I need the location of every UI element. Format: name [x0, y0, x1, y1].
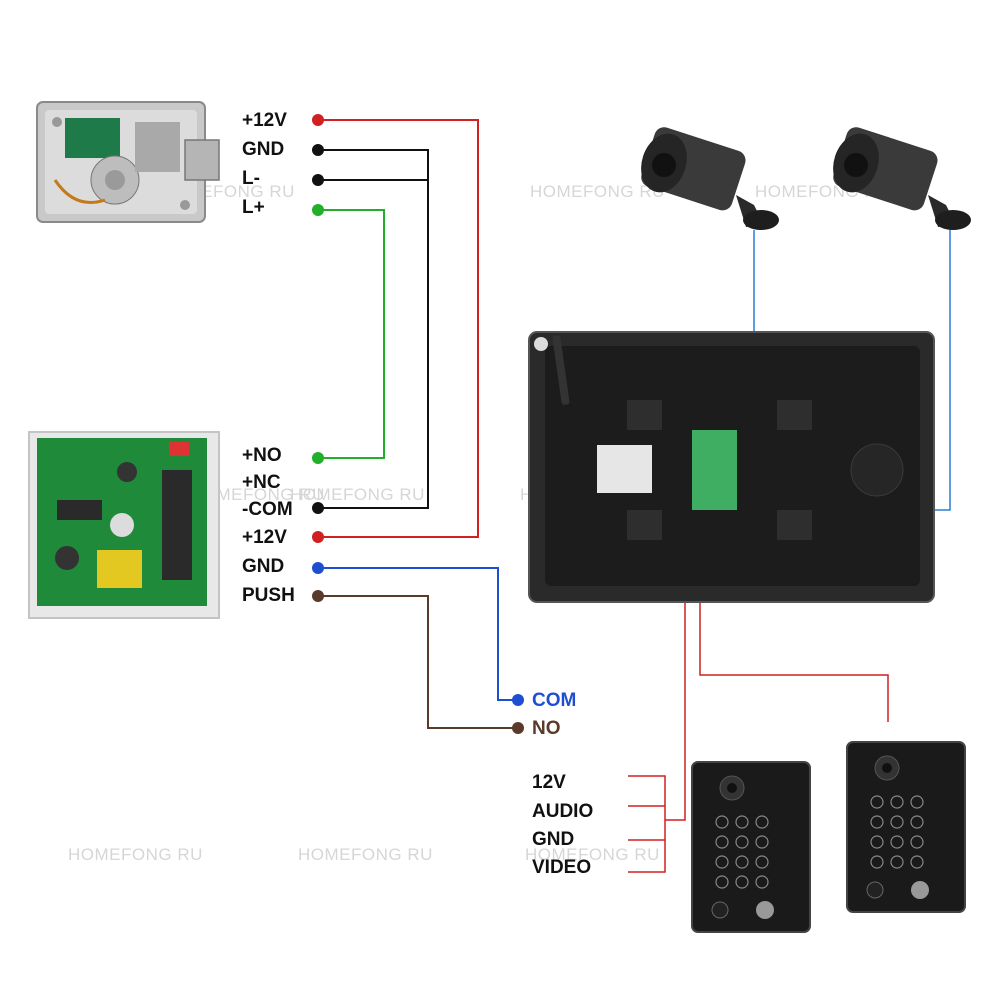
- keypad-door-station-icon: [846, 741, 966, 913]
- indoor-monitor-icon: [528, 331, 935, 603]
- wire-gnd-com: [318, 567, 518, 701]
- watermark: HOMEFONG RU: [525, 845, 660, 864]
- door-label-gnd: GND: [532, 829, 575, 850]
- cctv-camera-icon: [833, 127, 971, 230]
- wire-gnd: [318, 149, 429, 509]
- power-label-nc: +NC: [242, 472, 281, 493]
- power-supply-board-icon: [28, 431, 220, 619]
- lock-label-l-plus: L+: [242, 197, 265, 218]
- watermark: HOMEFONG RU: [298, 845, 433, 864]
- wire-l-plus: [318, 209, 385, 459]
- power-label-gnd: GND: [242, 556, 285, 577]
- electric-lock-icon: [36, 101, 220, 223]
- power-label-plus12v: +12V: [242, 527, 287, 548]
- watermark: HOMEFONG RU: [68, 845, 203, 864]
- power-label-push: PUSH: [242, 585, 295, 606]
- lock-label-l-minus: L-: [242, 168, 260, 189]
- power-label-com: -COM: [242, 499, 293, 520]
- exit-label-com: COM: [532, 690, 577, 711]
- cctv-camera-icon: [641, 127, 779, 230]
- lock-label-plus12v: +12V: [242, 110, 287, 131]
- lock-label-gnd: GND: [242, 139, 285, 160]
- door-label-audio: AUDIO: [532, 801, 594, 822]
- watermark: HOMEFONG RU: [190, 485, 325, 504]
- wire-bundle: [628, 775, 666, 873]
- door-label-12v: 12V: [532, 772, 566, 793]
- power-label-no: +NO: [242, 445, 282, 466]
- door-label-video: VIDEO: [532, 857, 592, 878]
- watermark: HOMEFONG RU: [290, 485, 425, 504]
- wire-plus12v: [318, 119, 479, 538]
- watermark: HOMEFONG RU: [530, 182, 665, 201]
- wire-push-no: [318, 595, 518, 729]
- exit-label-no: NO: [532, 718, 561, 739]
- keypad-door-station-icon: [691, 761, 811, 933]
